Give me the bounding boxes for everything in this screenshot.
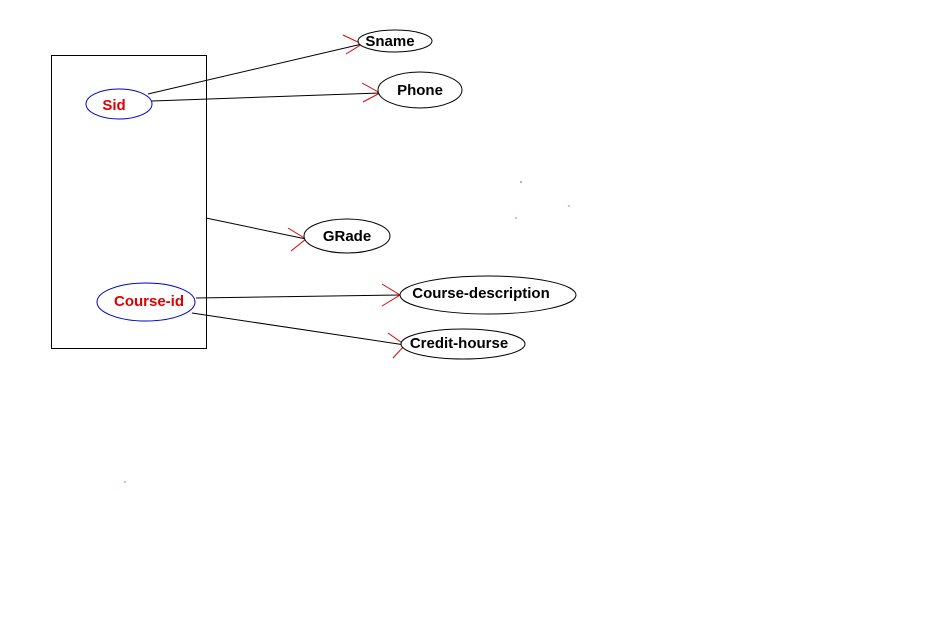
node-sname-ellipse — [357, 29, 433, 53]
node-credit-hourse-label: Credit-hourse — [410, 335, 508, 352]
stray-dot — [515, 217, 517, 219]
edge-key-grade — [205, 217, 307, 240]
node-courseid-label: Course-id — [114, 293, 184, 310]
stray-dot — [124, 481, 126, 483]
arrowhead-phone — [361, 82, 382, 103]
node-phone-label: Phone — [397, 82, 443, 99]
composite-key-box — [51, 55, 207, 349]
node-grade-label: GRade — [323, 228, 371, 245]
edge-sid-phone — [151, 92, 381, 102]
stray-dot — [568, 205, 570, 207]
node-course-description-ellipse — [399, 275, 577, 315]
node-course-description-label: Course-description — [412, 285, 550, 302]
node-sname-label: Sname — [365, 33, 414, 50]
arrowhead-grade — [287, 227, 307, 252]
node-phone-ellipse — [377, 71, 463, 109]
node-courseid-ellipse — [96, 282, 196, 322]
edge-courseid-description — [195, 294, 401, 299]
node-sid-ellipse — [85, 88, 153, 120]
edge-courseid-credit — [191, 312, 406, 346]
edge-sid-sname — [147, 43, 363, 95]
node-grade-ellipse — [303, 218, 391, 254]
node-credit-hourse-ellipse — [400, 328, 526, 360]
stray-dot — [520, 181, 522, 183]
node-sid-label: Sid — [102, 97, 125, 114]
